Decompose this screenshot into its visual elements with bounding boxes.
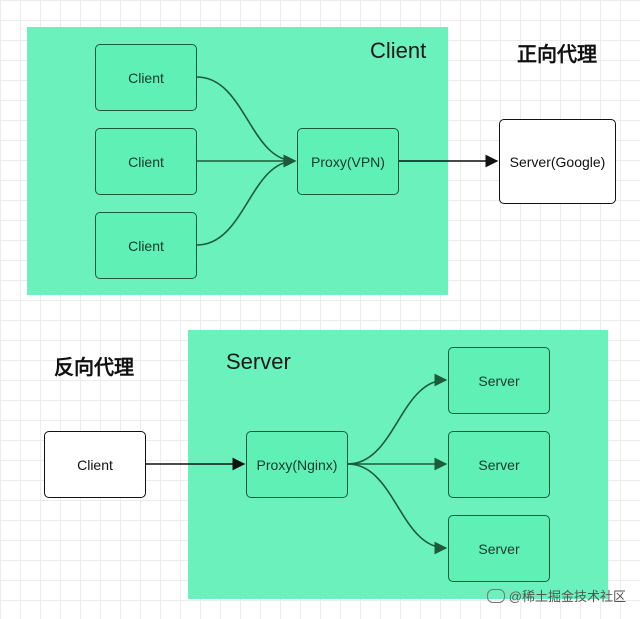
watermark-text: @稀土掘金技术社区 bbox=[508, 589, 626, 604]
forward-client-box-2: Client bbox=[95, 128, 197, 195]
forward-client-box-3: Client bbox=[95, 212, 197, 279]
chat-bubble-icon bbox=[486, 588, 505, 603]
forward-zone-title: Client bbox=[370, 38, 427, 63]
forward-server-box: Server(Google) bbox=[499, 119, 616, 204]
reverse-server-box-2: Server bbox=[448, 431, 550, 498]
watermark: @稀土掘金技术社区 bbox=[486, 586, 626, 605]
reverse-zone-title: Server bbox=[226, 349, 291, 374]
reverse-proxy-heading: 反向代理 bbox=[54, 355, 134, 379]
reverse-client-box: Client bbox=[44, 431, 146, 498]
forward-proxy-heading: 正向代理 bbox=[517, 42, 597, 66]
reverse-server-box-3: Server bbox=[448, 515, 550, 582]
forward-client-box-1: Client bbox=[95, 44, 197, 111]
forward-proxy-box: Proxy(VPN) bbox=[297, 128, 399, 195]
reverse-proxy-box: Proxy(Nginx) bbox=[246, 431, 348, 498]
reverse-server-box-1: Server bbox=[448, 347, 550, 414]
